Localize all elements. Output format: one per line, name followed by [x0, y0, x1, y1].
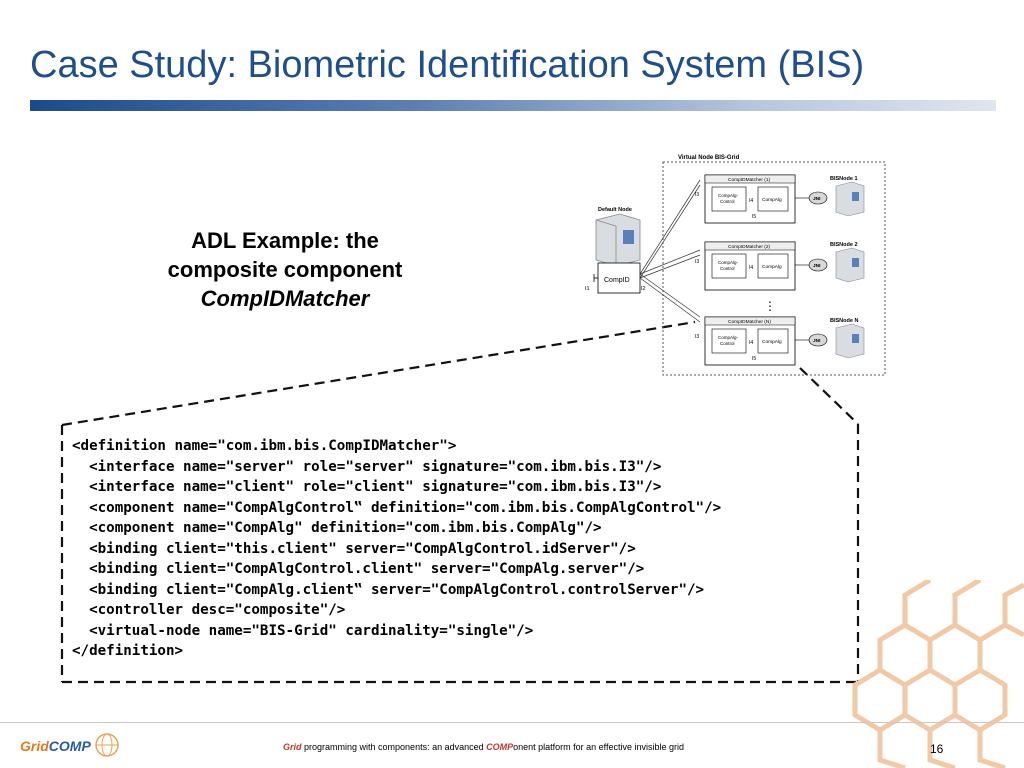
honeycomb-decoration-icon [852, 580, 1024, 768]
code-line: <component name="CompAlg" definition="co… [72, 520, 602, 536]
compalg-control-label-2: Control [720, 266, 735, 271]
matcher-1-label: CompIDMatcher (1) [728, 177, 771, 183]
compalg-label: CompAlg [762, 264, 782, 270]
adl-caption: ADL Example: the composite component Com… [140, 226, 430, 313]
interface-i4-label: I4 [749, 340, 753, 346]
code-line: <interface name="client" role="client" s… [72, 479, 662, 495]
jni-badge-1 [808, 191, 828, 205]
footer-tagline: Grid programming with components: an adv… [283, 742, 684, 752]
code-line: <component name="CompAlgControl‟ definit… [72, 499, 722, 516]
default-node-server-icon [595, 213, 641, 267]
jni-badge-2 [808, 258, 828, 272]
interface-i4-label: I4 [749, 198, 753, 204]
gridcomp-globe-icon [95, 733, 119, 757]
jni-label: JNI [813, 338, 821, 344]
compalg-control-label-2: Control [720, 341, 735, 346]
virtual-node-box [662, 161, 886, 376]
code-line: <binding client="CompAlg.client‟ server=… [72, 581, 705, 598]
interface-i3-label: I3 [695, 334, 699, 340]
interface-i5-label: I5 [752, 356, 756, 362]
adl-code-block: <definition name="com.ibm.bis.CompIDMatc… [72, 436, 721, 662]
compalg-label: CompAlg [762, 197, 782, 203]
compid-box [597, 262, 641, 294]
interface-i1-label: I1 [585, 286, 590, 292]
code-line: <controller desc="composite"/> [72, 602, 346, 618]
matcher-n-label: CompIDMatcher (N) [728, 319, 771, 325]
compidmatcher-2: CompIDMatcher (2) CompAlg- Control CompA… [695, 241, 828, 291]
interface-i4-label: I4 [749, 265, 753, 271]
page-number: 16 [930, 742, 944, 756]
virtual-node-label: Virtual Node BIS-Grid [678, 155, 740, 161]
compidmatcher-1: CompIDMatcher (1) CompAlg- Control CompA… [695, 174, 828, 224]
adl-caption-line-3: CompIDMatcher [200, 286, 370, 311]
footer-divider [0, 722, 1024, 723]
bisnode-n-label: BISNode N [830, 318, 858, 324]
compid-label: CompID [604, 277, 630, 284]
footer-tagline-end: onent platform for an effective invisibl… [513, 742, 685, 752]
bisnode-2-label: BISNode 2 [830, 242, 858, 248]
compid-connector-arrows [639, 179, 701, 323]
gridcomp-logo: GridCOMP [20, 738, 91, 754]
compalg-label: CompAlg [762, 339, 782, 345]
adl-caption-line-2: composite component [167, 257, 403, 282]
code-line: <definition name="com.ibm.bis.CompIDMatc… [72, 438, 457, 454]
slide-title: Case Study: Biometric Identification Sys… [30, 44, 865, 86]
adl-caption-line-1: ADL Example: the [191, 228, 379, 253]
footer-tagline-middle: programming with components: an advanced [301, 742, 487, 752]
more-nodes-ellipsis: ⋮ [764, 299, 776, 313]
code-line: </definition> [72, 643, 184, 659]
bisnode-n-server-icon [835, 323, 865, 359]
jni-label: JNI [813, 196, 821, 202]
code-line: <virtual-node name="BIS-Grid" cardinalit… [72, 622, 534, 639]
code-line: <interface name="server" role="server" s… [72, 458, 662, 475]
footer-highlight-grid: Grid [283, 742, 302, 752]
compalg-control-label: CompAlg- [718, 335, 739, 340]
interface-i2-label: I2 [641, 286, 646, 292]
gridcomp-logo-grid: Grid [20, 738, 49, 754]
jni-badge-n [808, 333, 828, 347]
interface-i5-label: I5 [752, 214, 756, 220]
bisnode-1-server-icon [835, 181, 865, 217]
interface-i3-label: I3 [695, 192, 699, 198]
jni-label: JNI [813, 263, 821, 269]
interface-i3-label: I3 [695, 259, 699, 265]
bis-architecture-diagram: Virtual Node BIS-Grid Default Node CompI… [585, 155, 886, 376]
gridcomp-logo-comp: COMP [48, 738, 91, 754]
footer-highlight-comp: COMP [486, 742, 514, 752]
compidmatcher-n: CompIDMatcher (N) CompAlg- Control CompA… [695, 316, 828, 366]
bisnode-1-label: BISNode 1 [830, 176, 858, 182]
bisnode-2-server-icon [835, 247, 865, 283]
code-line: <binding client="this.client" server="Co… [72, 540, 636, 557]
matcher-2-label: CompIDMatcher (2) [728, 244, 771, 250]
compalg-control-label: CompAlg- [718, 193, 739, 198]
compalg-control-label: CompAlg- [718, 260, 739, 265]
default-node-label: Default Node [598, 207, 632, 213]
title-underline-bar [30, 100, 996, 111]
code-line: <binding client="CompAlgControl.client" … [72, 561, 645, 577]
compalg-control-label-2: Control [720, 199, 735, 204]
